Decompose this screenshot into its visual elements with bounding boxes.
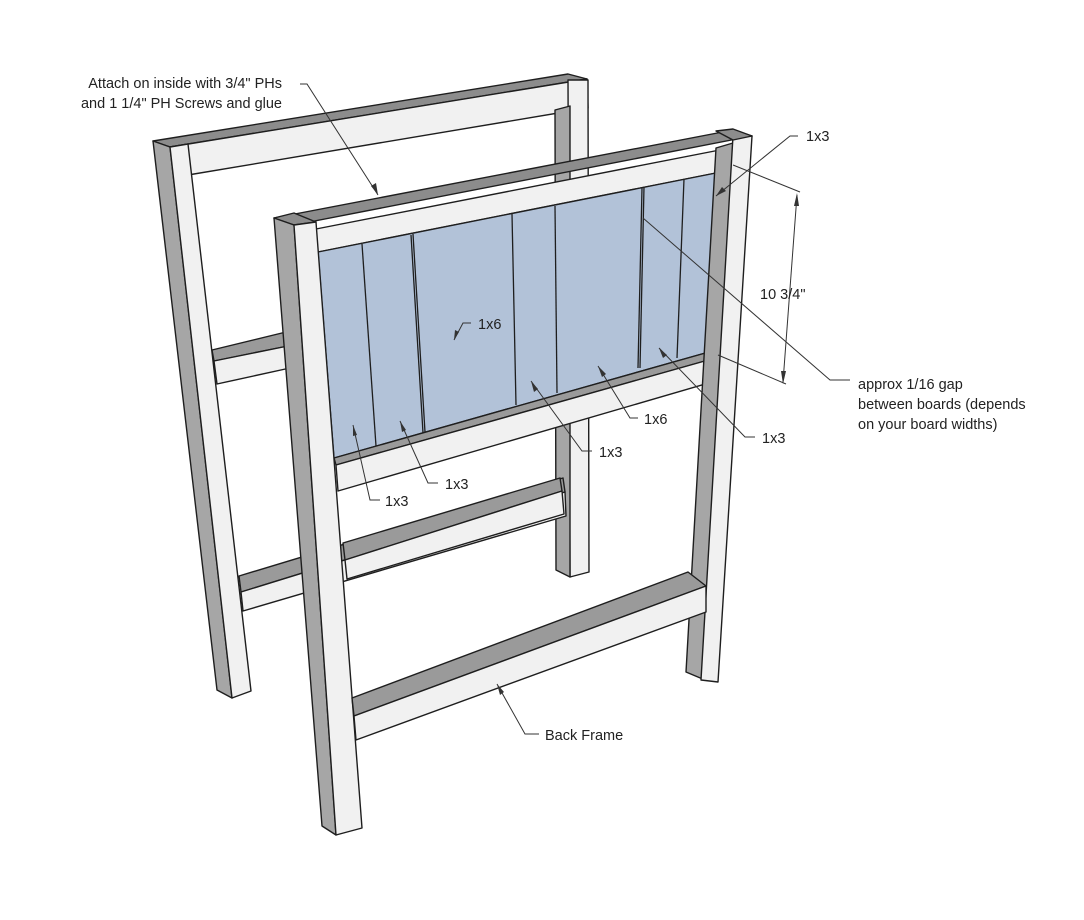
board-gap [511, 213, 517, 406]
board-gap [361, 243, 377, 447]
board-gap [637, 187, 643, 369]
gap-note-line2: between boards (depends [858, 397, 1026, 413]
attach-leader [300, 83, 379, 196]
arrowhead [353, 425, 357, 436]
board-gap [639, 186, 645, 369]
arrowhead [659, 348, 667, 358]
label-back-frame: Back Frame [545, 728, 623, 744]
back-frame-bottom-rail-front [353, 585, 707, 741]
1x3-right-leader [658, 347, 755, 438]
dimension-line [782, 194, 798, 383]
label-1x3-middle: 1x3 [599, 445, 622, 461]
1x3-top-leader [715, 135, 798, 197]
back-frame-left-leg-front [169, 143, 252, 699]
arrowhead [781, 371, 786, 384]
1x3-left-lower-leader [352, 424, 380, 501]
front-frame [273, 128, 753, 836]
arrowhead [598, 366, 606, 377]
dimension-label: 10 3/4" [760, 287, 805, 303]
1x3-middle-leader [530, 380, 592, 452]
arrowhead [400, 421, 406, 432]
back-frame-top-rail-front [169, 78, 589, 176]
gap-leader [642, 217, 850, 381]
arrowhead [794, 193, 799, 206]
board-gap [410, 234, 424, 434]
arrowhead [716, 187, 726, 196]
front-right-leg-top [715, 128, 753, 141]
back-frame-bottom-rail-top [351, 571, 707, 717]
1x3-left-upper-leader [399, 420, 438, 484]
front-left-leg-front [293, 221, 363, 836]
board-gap [554, 205, 558, 394]
label-1x6-right: 1x6 [644, 412, 667, 428]
label-1x3-left-upper: 1x3 [445, 477, 468, 493]
front-lower-cross-front [344, 490, 565, 580]
arrowhead [371, 183, 378, 195]
label-1x3-right: 1x3 [762, 431, 785, 447]
arrowhead [531, 381, 538, 392]
1x6-right-leader [597, 365, 638, 419]
back-frame-leader [496, 683, 539, 735]
attach-note-line1: Attach on inside with 3/4" PHs [88, 76, 282, 92]
leader-lines [300, 83, 850, 735]
dim-extension-bottom [717, 354, 787, 385]
dim-extension-top [732, 164, 801, 193]
label-1x3-top-right: 1x3 [806, 129, 829, 145]
label-1x3-left-lower: 1x3 [385, 494, 408, 510]
board-gap [676, 178, 685, 359]
arrowhead [497, 684, 504, 695]
label-1x6-left: 1x6 [478, 317, 501, 333]
gap-note-line1: approx 1/16 gap [858, 377, 963, 393]
attach-note-line2: and 1 1/4" PH Screws and glue [81, 96, 282, 112]
gap-note-line3: on your board widths) [858, 417, 997, 433]
arrowhead [454, 330, 459, 340]
board-gap [412, 233, 426, 433]
labels: Attach on inside with 3/4" PHs and 1 1/4… [81, 76, 1026, 744]
